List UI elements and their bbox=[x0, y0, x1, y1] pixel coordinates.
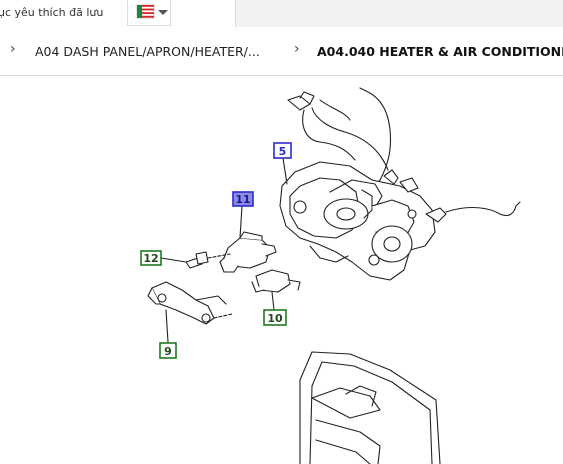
callout-12[interactable] bbox=[140, 250, 162, 266]
callout-9[interactable] bbox=[159, 342, 177, 359]
breadcrumb-item-a04-040[interactable]: A04.040 HEATER & AIR CONDITIONI... bbox=[317, 44, 563, 59]
breadcrumb: › A04 DASH PANEL/APRON/HEATER/... › A04.… bbox=[0, 28, 563, 76]
breadcrumb-item-a04[interactable]: A04 DASH PANEL/APRON/HEATER/... bbox=[35, 44, 260, 59]
callout-11-label[interactable]: 11 bbox=[235, 193, 250, 206]
chevron-right-icon: › bbox=[294, 41, 300, 57]
callout-5-label[interactable]: 5 bbox=[279, 145, 287, 158]
callout-5[interactable] bbox=[273, 142, 292, 159]
callout-10[interactable] bbox=[263, 309, 287, 326]
callout-9-label[interactable]: 9 bbox=[164, 345, 172, 358]
topbar-blank-area bbox=[235, 0, 563, 27]
callout-12-label[interactable]: 12 bbox=[143, 252, 158, 265]
callout-11[interactable] bbox=[232, 191, 254, 207]
top-bar: ục yêu thích đã lưu bbox=[0, 0, 563, 29]
chevron-right-icon: › bbox=[10, 41, 16, 57]
language-selector[interactable] bbox=[127, 0, 171, 26]
callout-10-label[interactable]: 10 bbox=[267, 312, 283, 325]
caret-down-icon bbox=[158, 10, 168, 15]
saved-favorites-tab[interactable]: ục yêu thích đã lưu bbox=[0, 6, 104, 19]
parts-diagram: 5 11 12 10 9 bbox=[140, 87, 521, 464]
flag-icon bbox=[136, 4, 155, 19]
